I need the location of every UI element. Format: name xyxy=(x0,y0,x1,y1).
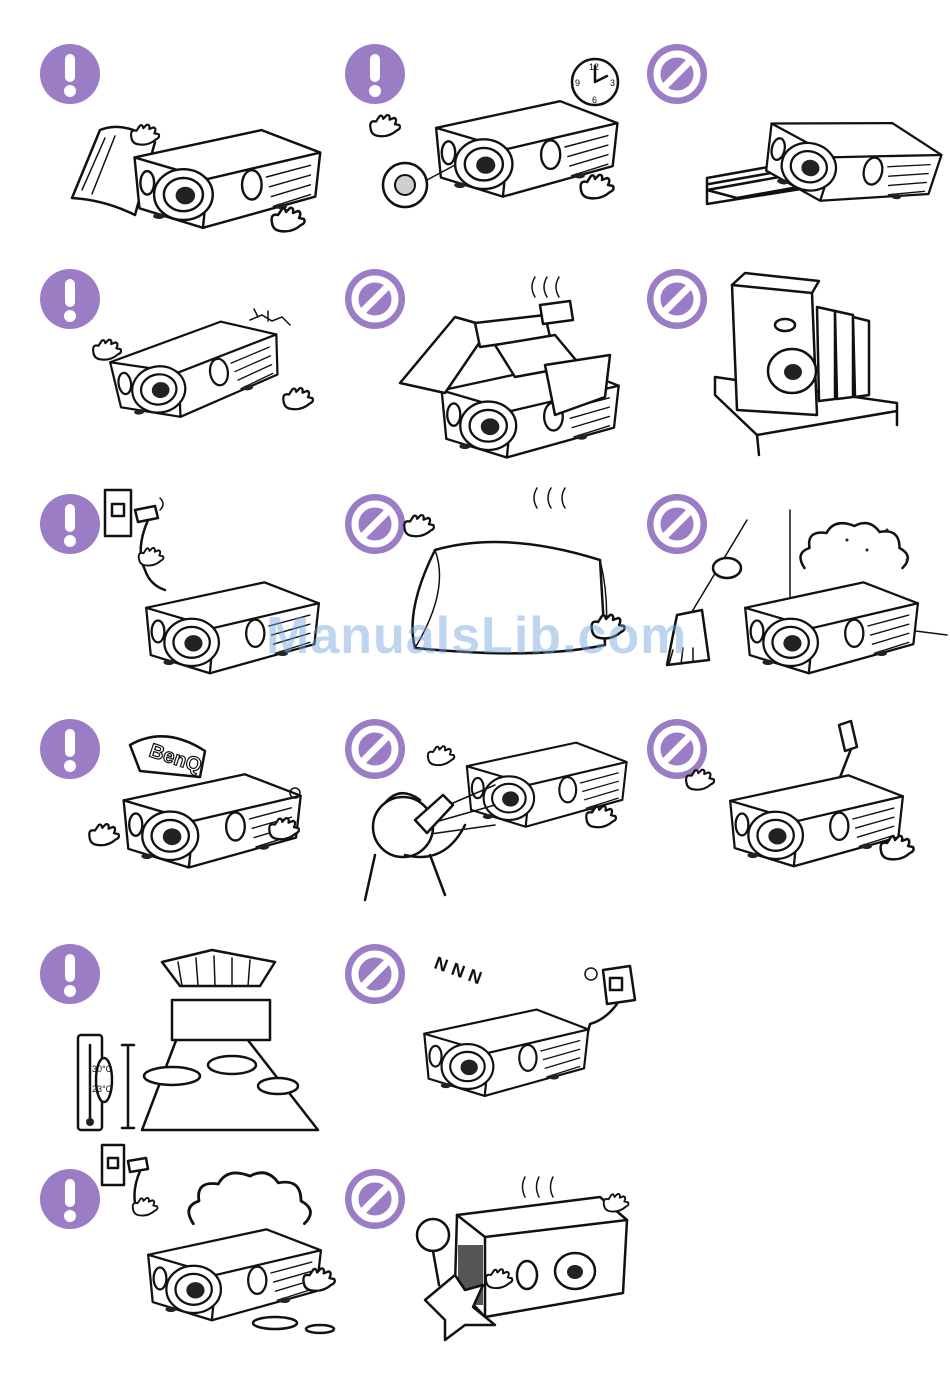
benq-logo-cap: BenQ xyxy=(130,736,205,777)
svg-text:30°C: 30°C xyxy=(92,1064,113,1074)
panel-read-manual xyxy=(0,0,300,225)
wall-outlet-icon xyxy=(102,1145,124,1185)
svg-text:9: 9 xyxy=(575,78,580,88)
screwdriver-projector-illustration xyxy=(607,675,950,915)
projector-lens-illustration: 12 3 6 9 xyxy=(305,0,645,240)
panel-do-not-disassemble xyxy=(607,675,907,900)
projector-tilted-illustration xyxy=(0,225,340,465)
panel-unplug xyxy=(0,450,300,675)
panel-bright-light xyxy=(305,675,605,900)
covered-projector-illustration xyxy=(305,450,645,690)
thermometer-icon: 30°C 23°C xyxy=(78,1035,113,1130)
svg-text:12: 12 xyxy=(589,62,599,72)
panel-do-not-tilt xyxy=(0,225,300,450)
snore-text: N N N xyxy=(432,953,485,989)
panel-do-not-stand-vertically xyxy=(607,225,907,450)
panel-do-not-stack xyxy=(305,225,605,450)
panel-lens-warning: 12 3 6 9 xyxy=(305,0,605,225)
person-blinded-illustration xyxy=(305,675,645,915)
panel-humidity xyxy=(0,1125,300,1350)
humid-environment-illustration xyxy=(0,1125,340,1365)
sleeping-projector-illustration: N N N xyxy=(305,900,645,1140)
panel-unstable-surface xyxy=(607,0,907,225)
projector-with-cap-illustration: BenQ xyxy=(0,675,340,915)
svg-text:6: 6 xyxy=(592,95,597,105)
wall-outlet-icon xyxy=(105,490,131,536)
svg-text:23°C: 23°C xyxy=(92,1084,113,1094)
objects-on-projector-illustration xyxy=(305,225,645,465)
fan-icon xyxy=(417,1219,449,1251)
panel-power-supply: N N N xyxy=(305,900,605,1125)
projector-upright-shelf-illustration xyxy=(607,225,950,465)
panel-do-not-cover xyxy=(305,450,605,675)
panel-hot-surface: BenQ xyxy=(0,675,300,900)
projector-on-books-illustration xyxy=(607,0,950,240)
blocked-vent-illustration xyxy=(305,1125,645,1365)
projector-unplugged-illustration xyxy=(0,450,340,690)
panel-do-not-block-vents xyxy=(305,1125,605,1350)
dusty-room-projector-illustration xyxy=(607,450,950,690)
projector-reading-manual-illustration xyxy=(0,0,340,240)
temperature-altitude-illustration: 30°C 23°C xyxy=(0,900,340,1140)
power-adapter-icon xyxy=(583,966,635,1050)
panel-temperature-altitude: 30°C 23°C xyxy=(0,900,300,1125)
panel-dusty-environment xyxy=(607,450,907,675)
